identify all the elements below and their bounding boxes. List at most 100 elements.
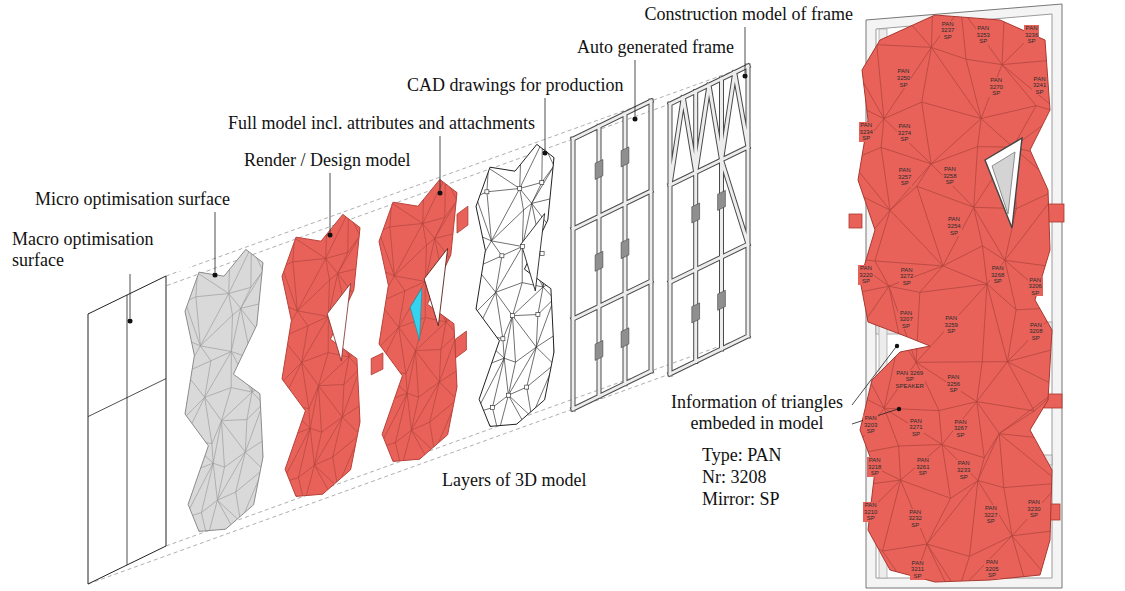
layer-label: Construction model of frame: [643, 4, 855, 25]
leader-line: [330, 173, 331, 232]
panel-tag: PAN 3258 SP: [942, 166, 957, 186]
bracket-symbol: [540, 251, 544, 255]
leader-dot: [633, 117, 638, 122]
frame-bar-edge: [573, 101, 651, 409]
panel-tag: PAN 3241 SP: [1032, 76, 1047, 96]
panel-tag: PAN 3256 SP: [946, 374, 961, 394]
auto-frame: [573, 101, 651, 409]
bracket-symbol: [490, 406, 494, 410]
label-slot: PAN 3250 SP: [896, 68, 911, 88]
dashed-guides: [88, 66, 748, 584]
panel-tag: PAN 3272 SP: [899, 267, 914, 287]
attachment-tab: [457, 206, 468, 233]
label-slot: PAN 3205 SP: [984, 559, 999, 579]
label-slot: PAN 3237 SP: [940, 21, 955, 41]
bracket-symbol: [506, 393, 510, 397]
triangle-mesh: [476, 136, 554, 444]
panel-tag: PAN 3267 SP: [953, 419, 968, 439]
label-slot: PAN 3271 SP: [908, 418, 923, 438]
layer-label: Macro optimisation surface: [10, 229, 189, 271]
label-slot: PAN 3241 SP: [1032, 76, 1047, 96]
attachment-tab: [455, 331, 466, 358]
attribute-label: Nr: 3208: [700, 467, 769, 488]
panel-tag: PAN 3268 SP: [990, 265, 1005, 285]
label-slot: Micro optimisation surface: [33, 189, 232, 210]
leader-line: [215, 212, 216, 272]
bracket-symbol: [501, 337, 505, 341]
leader-dot: [743, 74, 748, 79]
label-slot: PAN 3220 SP: [858, 265, 873, 285]
full-model: [379, 171, 457, 479]
frame-bar-edge: [670, 66, 748, 374]
label-slot: Mirror: SP: [700, 489, 782, 510]
leader-dot: [438, 191, 443, 196]
label-slot: PAN 3272 SP: [899, 267, 914, 287]
window-opening: [521, 214, 544, 291]
bracket-plate: [621, 328, 629, 348]
label-slot: PAN 3253 SP: [976, 25, 991, 45]
attachment-tab: [371, 353, 383, 375]
bracket-plate: [718, 190, 726, 210]
triangle-mesh: [850, 8, 1060, 591]
leader-line: [440, 136, 441, 190]
label-slot: PAN 3256 SP: [946, 374, 961, 394]
label-slot: PAN 3230 SP: [1026, 499, 1041, 519]
speaker-flap: [992, 152, 1015, 214]
render-model: [282, 206, 360, 514]
panel-tag: PAN 3208 SP: [1028, 322, 1043, 342]
label-slot: Information of triangles embeded in mode…: [665, 392, 849, 434]
label-slot: PAN 3257 SP: [897, 167, 912, 187]
micro-surface-edge: [185, 249, 263, 531]
panel-wall: [849, 4, 1064, 591]
bracket-symbol: [536, 313, 540, 317]
label-slot: PAN 3211 SP: [910, 560, 925, 580]
layer-label: Full model incl. attributes and attachme…: [226, 113, 537, 134]
bracket-symbol: [525, 385, 529, 389]
construction-frame: [670, 66, 748, 374]
attribute-label: Mirror: SP: [700, 489, 782, 510]
label-slot: PAN 3232 SP: [908, 509, 923, 529]
leader-line: [130, 274, 131, 318]
triangle-mesh: [282, 206, 360, 514]
bracket-symbol: [540, 180, 544, 184]
bracket-plate: [595, 340, 603, 360]
panel-tag: PAN 3250 SP: [896, 68, 911, 88]
leader-line: [635, 60, 636, 116]
label-slot: Auto generated frame: [575, 37, 736, 58]
label-slot: PAN 3233 SP: [956, 460, 971, 480]
label-slot: Type: PAN: [700, 445, 784, 466]
label-slot: PAN 3234 SP: [859, 122, 874, 142]
label-slot: Layers of 3D model: [440, 470, 588, 491]
panel-tag: PAN 3210 SP: [863, 502, 878, 522]
label-slot: PAN 3274 SP: [897, 123, 912, 143]
panel-tag: PAN 3254 SP: [946, 216, 961, 236]
attachment-tab: [849, 214, 862, 228]
label-slot: PAN 3270 SP: [989, 77, 1004, 97]
bracket-symbol: [500, 254, 504, 258]
panel-tag: PAN 3218 SP: [867, 457, 882, 477]
frame-bar: [573, 101, 651, 409]
panel-tag: PAN 3230 SP: [1026, 499, 1041, 519]
panel-tag: PAN 3271 SP: [908, 418, 923, 438]
label-slot: PAN 3203 SP: [863, 415, 878, 435]
label-slot: PAN 3207 SP: [898, 310, 913, 330]
bracket-symbol: [485, 190, 489, 194]
render-model-edge: [282, 214, 360, 496]
leader-dot: [897, 407, 901, 411]
label-slot: PAN 3227 SP: [983, 505, 998, 525]
bracket-plate: [718, 290, 726, 310]
group-label: Layers of 3D model: [440, 470, 588, 491]
panel-tag: PAN 3236 SP: [1024, 25, 1039, 45]
cad-drawing: [476, 136, 554, 444]
label-slot: Nr: 3208: [700, 467, 769, 488]
leader-line: [545, 98, 546, 150]
bracket-plate: [692, 203, 700, 223]
triangle-mesh: [185, 241, 263, 549]
leader-dot: [213, 273, 218, 278]
panel-tag: PAN 3270 SP: [989, 77, 1004, 97]
label-slot: Macro optimisation surface: [10, 229, 189, 271]
label-slot: Construction model of frame: [643, 4, 855, 25]
panel-tag: PAN 3227 SP: [983, 505, 998, 525]
bracket-plate: [692, 303, 700, 323]
